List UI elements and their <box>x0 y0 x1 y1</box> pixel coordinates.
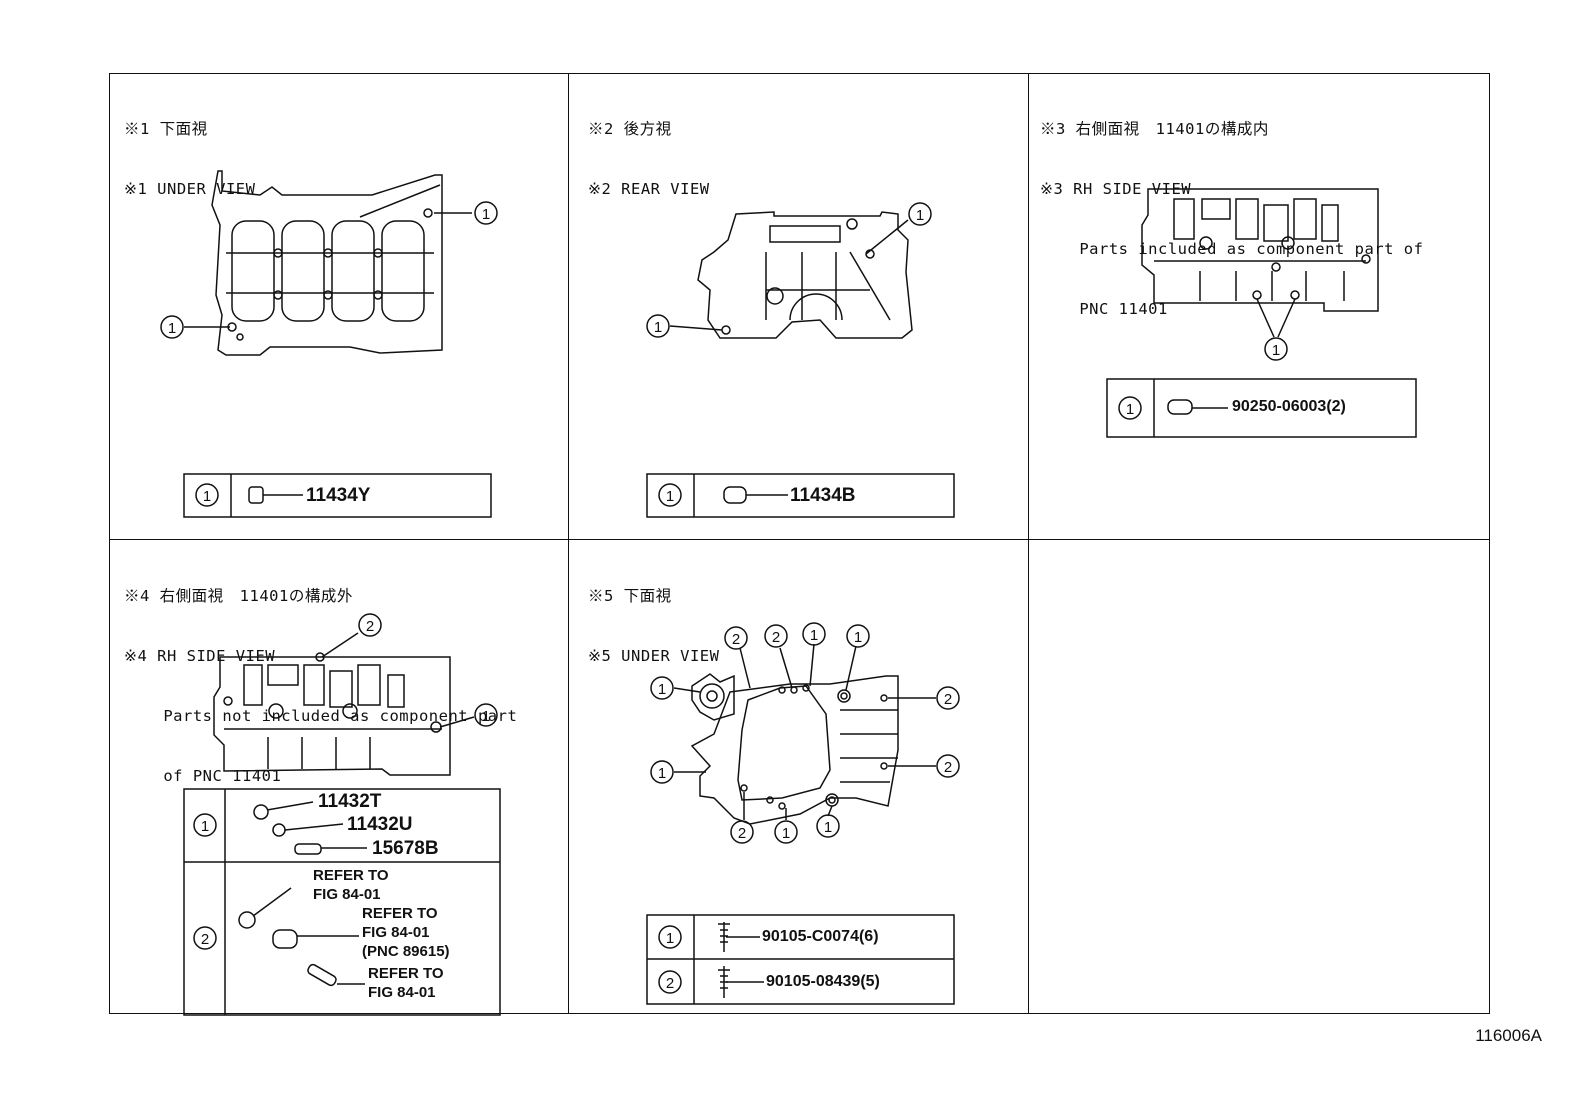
svg-text:2: 2 <box>738 825 746 842</box>
refer-text: FIG 84-01 <box>368 984 436 1001</box>
panel-2-legend-table: 1 <box>646 473 955 518</box>
caption-line: ※2 後方視 <box>588 120 672 138</box>
panel-3-caption: ※3 右側面視 11401の構成内 ※3 RH SIDE VIEW Parts … <box>1040 79 1423 339</box>
svg-text:2: 2 <box>666 975 674 992</box>
refer-text: REFER TO <box>368 965 444 982</box>
grid-divider <box>109 539 1490 540</box>
part-number: 11434Y <box>306 485 371 506</box>
part-number: 90250-06003(2) <box>1232 398 1346 415</box>
engine-block-rear-view-drawing: 1 1 <box>646 202 932 339</box>
panel-5-caption: ※5 下面視 ※5 UNDER VIEW <box>588 546 719 686</box>
svg-text:1: 1 <box>666 488 674 505</box>
part-number: 15678B <box>372 838 439 859</box>
caption-line: ※3 右側面視 11401の構成内 <box>1040 120 1269 138</box>
svg-text:1: 1 <box>810 627 818 644</box>
svg-text:1: 1 <box>482 206 490 223</box>
svg-text:1: 1 <box>203 488 211 505</box>
caption-line: ※5 UNDER VIEW <box>588 647 720 665</box>
caption-line: ※4 右側面視 11401の構成外 <box>124 587 353 605</box>
part-number: 11432T <box>318 791 382 812</box>
refer-text: REFER TO <box>313 867 389 884</box>
caption-line: ※4 RH SIDE VIEW <box>124 647 276 665</box>
svg-text:1: 1 <box>666 930 674 947</box>
svg-text:2: 2 <box>201 931 209 948</box>
caption-line: PNC 11401 <box>1040 300 1168 318</box>
engine-block-under-view-drawing: 1 1 <box>160 170 498 356</box>
figure-number: 116006A <box>1475 1026 1542 1045</box>
svg-text:1: 1 <box>168 320 176 337</box>
panel-3-legend-table: 1 <box>1106 378 1417 438</box>
diagram-frame <box>109 73 1490 1014</box>
refer-text: FIG 84-01 <box>362 924 430 941</box>
svg-text:1: 1 <box>782 825 790 842</box>
panel-4-caption: ※4 右側面視 11401の構成外 ※4 RH SIDE VIEW Parts … <box>124 546 517 806</box>
caption-line: ※1 下面視 <box>124 120 208 138</box>
svg-text:2: 2 <box>732 631 740 648</box>
svg-text:1: 1 <box>854 629 862 646</box>
caption-line: ※2 REAR VIEW <box>588 180 710 198</box>
svg-text:1: 1 <box>824 819 832 836</box>
part-number: 90105-C0074(6) <box>762 928 879 945</box>
panel-2-caption: ※2 後方視 ※2 REAR VIEW <box>588 79 710 219</box>
svg-text:1: 1 <box>658 765 666 782</box>
engine-block-rh-side-drawing-b: 2 1 <box>213 613 498 776</box>
grid-divider <box>1028 73 1029 1014</box>
panel-1-caption: ※1 下面視 ※1 UNDER VIEW <box>124 79 255 219</box>
svg-text:2: 2 <box>366 618 374 635</box>
refer-text: FIG 84-01 <box>313 886 381 903</box>
svg-text:1: 1 <box>201 818 209 835</box>
svg-text:2: 2 <box>944 691 952 708</box>
caption-line: of PNC 11401 <box>124 767 282 785</box>
part-number: 11432U <box>347 814 413 835</box>
part-number: 11434B <box>790 485 856 506</box>
engine-block-rh-side-drawing-a: 1 <box>1141 188 1379 361</box>
svg-text:1: 1 <box>658 681 666 698</box>
svg-text:1: 1 <box>654 319 662 336</box>
svg-text:2: 2 <box>772 629 780 646</box>
refer-text: REFER TO <box>362 905 438 922</box>
grid-divider <box>568 73 569 1014</box>
caption-line: ※5 下面視 <box>588 587 672 605</box>
svg-text:1: 1 <box>1126 401 1134 418</box>
caption-line: Parts not included as component part <box>124 707 518 725</box>
panel-5-legend-table: 1 2 <box>646 914 955 1005</box>
svg-text:1: 1 <box>916 207 924 224</box>
refer-text: (PNC 89615) <box>362 943 450 960</box>
svg-text:2: 2 <box>944 759 952 776</box>
caption-line: Parts included as component part of <box>1040 240 1424 258</box>
panel-1-legend-table: 1 <box>183 473 492 518</box>
caption-line: ※1 UNDER VIEW <box>124 180 256 198</box>
panel-4-legend-table: 1 2 <box>183 788 501 1016</box>
svg-text:1: 1 <box>482 708 490 725</box>
part-number: 90105-08439(5) <box>766 973 880 990</box>
oil-pan-under-view-drawing: 1 1 2 2 1 1 2 2 2 1 1 <box>650 622 960 844</box>
svg-text:1: 1 <box>1272 342 1280 359</box>
